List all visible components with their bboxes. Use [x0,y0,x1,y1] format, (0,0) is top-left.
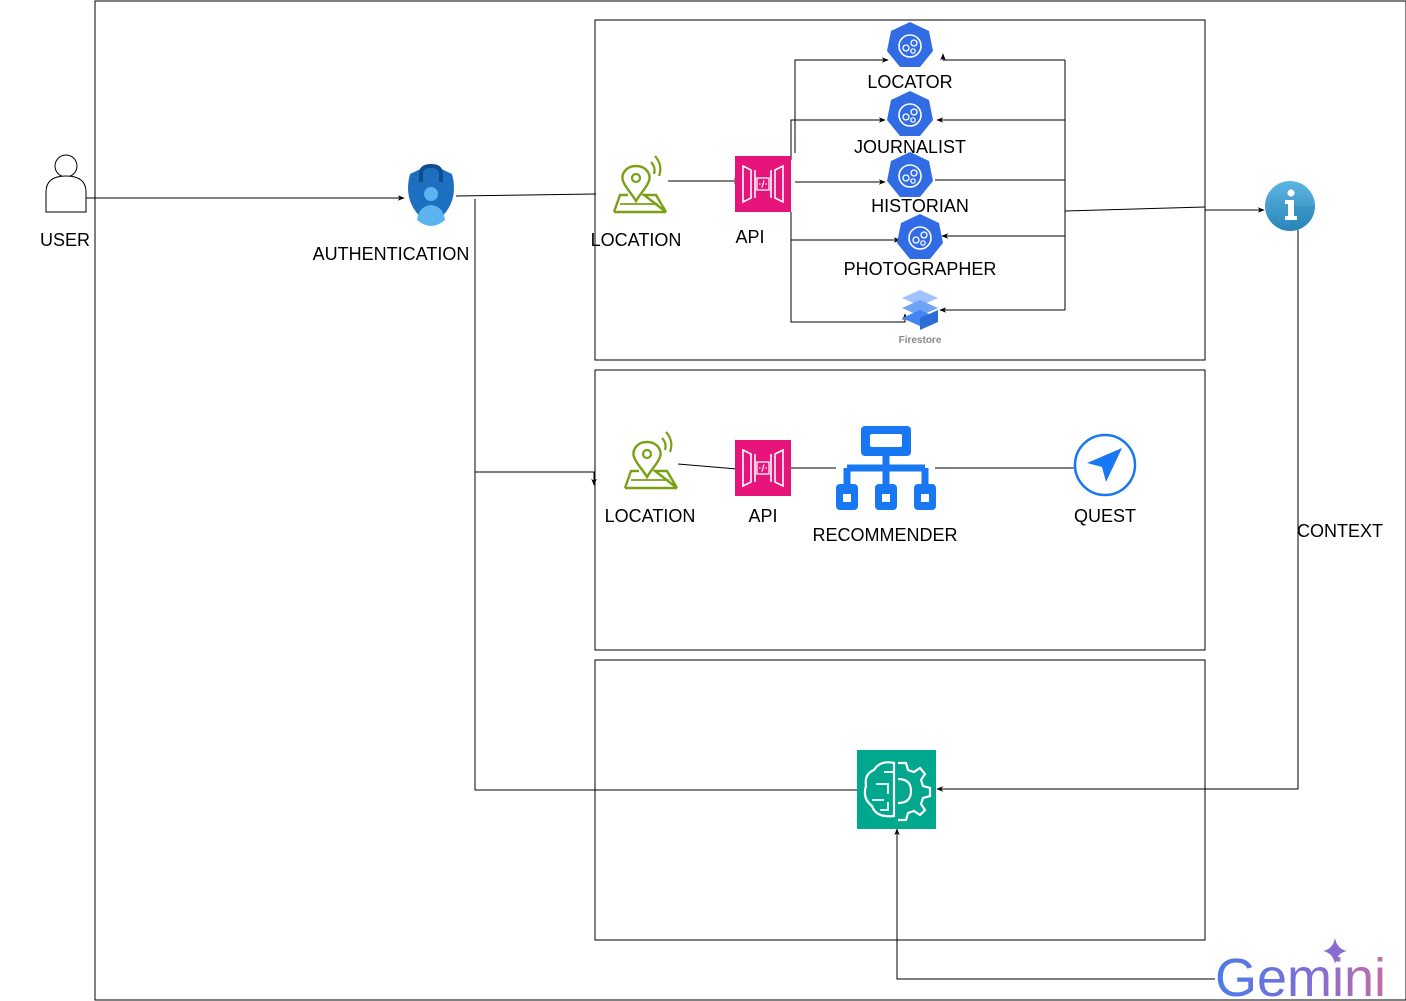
user-label: USER [40,230,90,250]
gemini-wordmark: Gemini [1215,948,1386,1001]
location-top-node: LOCATION [591,154,682,250]
firestore-icon [902,290,938,330]
context-connector [936,230,1299,792]
api-gateway-icon [734,155,792,213]
api-mid-node: API [734,439,792,526]
location-mid-node: LOCATION [605,430,696,526]
historian-node: HISTORIAN [871,151,969,216]
recommender-node: RECOMMENDER [812,426,958,545]
auth-to-location-connector [455,193,597,197]
authentication-node: AUTHENTICATION [313,163,470,264]
photographer-node: PHOTOGRAPHER [844,213,997,279]
location-mid-label: LOCATION [605,506,696,526]
api-mid-label: API [748,506,777,526]
ai-node [857,750,936,829]
agents-to-info-connector-a [1064,206,1206,212]
agents-container [594,19,1206,361]
api-gateway-icon [734,439,792,497]
outer-container [94,0,1406,1001]
api-to-locator-connector [794,57,889,153]
firestore-node: Firestore [899,290,942,346]
api-top-node: API [734,155,792,247]
recommender-label: RECOMMENDER [812,525,957,545]
locator-label: LOCATOR [867,72,952,92]
user-icon [45,154,87,213]
authenticator-lock-icon [408,163,454,226]
connectors [85,53,1299,980]
authentication-label: AUTHENTICATION [313,244,470,264]
kubernetes-agent-icon [886,21,934,68]
info-icon [1265,181,1315,231]
kubernetes-agent-icon [896,213,944,260]
quest-container [594,369,1206,651]
ai-container [594,659,1206,941]
gemini-spark-icon [1323,938,1347,964]
auth-to-location-mid-connector [475,471,597,486]
journalist-label: JOURNALIST [854,137,966,157]
kubernetes-agent-icon [886,90,934,137]
journalist-node: JOURNALIST [854,90,966,157]
user-node: USER [40,154,90,250]
api-to-journalist-connector [790,117,886,160]
locator-node: LOCATOR [867,21,953,92]
location-top-label: LOCATION [591,230,682,250]
gemini-to-ai-connector [894,828,1215,980]
auth-to-ai-connector [474,199,857,791]
ai-brain-icon [857,750,936,829]
historian-label: HISTORIAN [871,196,969,216]
map-pin-icon [623,430,679,490]
location-to-api-mid-connector [677,463,738,470]
map-pin-icon [612,154,668,214]
gemini-logo: Gemini [1215,938,1386,1001]
firestore-label: Firestore [899,335,942,346]
hierarchy-icon [836,426,936,510]
quest-node: QUEST [1073,433,1137,526]
bus-to-locator-connector [940,53,1065,61]
info-node [1265,181,1315,231]
photographer-label: PHOTOGRAPHER [844,259,997,279]
context-label: CONTEXT [1297,521,1383,541]
compass-arrow-icon [1073,433,1137,497]
quest-label: QUEST [1074,506,1136,526]
kubernetes-agent-icon [886,151,934,198]
api-top-label: API [735,227,764,247]
